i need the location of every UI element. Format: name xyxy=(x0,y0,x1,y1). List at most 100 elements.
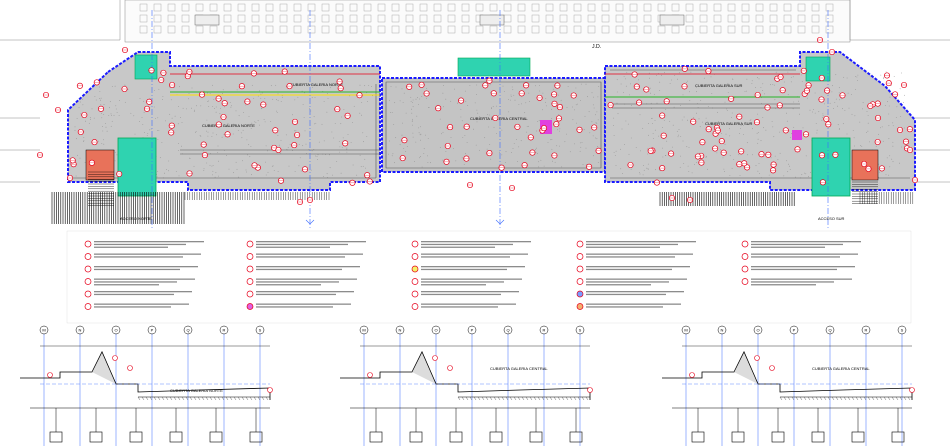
callout-marker xyxy=(490,90,497,97)
section-beam-hatch xyxy=(859,396,863,401)
facade-window xyxy=(741,3,750,12)
callout-marker xyxy=(705,126,712,133)
roof-speckle xyxy=(887,101,888,103)
roof-speckle xyxy=(598,86,600,87)
roof-speckle xyxy=(227,123,229,124)
roof-speckle xyxy=(250,128,252,130)
roof-speckle xyxy=(179,86,180,88)
roof-speckle xyxy=(740,125,742,126)
roof-speckle xyxy=(271,165,273,167)
legend-text-line xyxy=(751,256,840,258)
callout-marker xyxy=(463,123,470,130)
roof-speckle xyxy=(285,134,287,136)
callout-marker xyxy=(627,161,634,169)
facade-window xyxy=(293,25,302,34)
roof-speckle xyxy=(178,106,179,107)
roof-speckle xyxy=(109,101,111,103)
facade-window xyxy=(783,14,792,23)
roof-speckle xyxy=(191,87,193,89)
roof-speckle xyxy=(561,104,563,105)
roof-speckle xyxy=(327,98,329,99)
roof-speckle xyxy=(75,175,77,177)
roof-speckle xyxy=(412,99,414,101)
roof-speckle xyxy=(681,119,683,121)
facade-window xyxy=(279,14,288,23)
roof-speckle xyxy=(648,168,649,170)
callout-marker xyxy=(342,140,349,147)
facade-window xyxy=(601,3,610,12)
facade-window xyxy=(461,14,470,23)
callout-marker xyxy=(291,118,299,125)
roof-speckle xyxy=(647,148,648,150)
roof-speckle xyxy=(630,83,631,85)
roof-speckle xyxy=(752,154,753,156)
facade-window xyxy=(349,3,358,12)
roof-speckle xyxy=(249,156,251,158)
facade-window xyxy=(377,3,386,12)
roof-speckle xyxy=(418,132,420,134)
duct-unit xyxy=(659,14,685,26)
roof-speckle xyxy=(567,86,569,87)
callout-marker xyxy=(551,100,558,107)
legend-marker xyxy=(84,303,92,310)
section-footing xyxy=(851,431,865,443)
roof-speckle xyxy=(423,148,425,150)
roof-speckle xyxy=(511,86,513,88)
callout-marker xyxy=(776,102,783,109)
callout-marker xyxy=(349,179,356,186)
facade-window xyxy=(503,3,512,12)
section-beam-hatch xyxy=(553,396,557,401)
roof-speckle xyxy=(620,148,621,150)
roof-speckle xyxy=(593,155,594,157)
roof-speckle xyxy=(888,105,890,107)
roof-speckle xyxy=(103,104,105,106)
roof-speckle xyxy=(157,139,159,140)
legend-text-line xyxy=(751,268,837,271)
section-callout xyxy=(909,387,915,393)
roof-speckle xyxy=(576,122,577,124)
section-callout xyxy=(432,355,438,361)
roof-speckle xyxy=(705,156,707,158)
roof-speckle xyxy=(102,126,103,127)
roof-speckle xyxy=(665,155,666,157)
callout-marker xyxy=(818,74,825,82)
roof-speckle xyxy=(462,127,464,129)
legend-text-line xyxy=(421,253,528,255)
roof-speckle xyxy=(332,174,333,176)
roof-speckle xyxy=(629,94,630,96)
callout-marker xyxy=(337,85,344,92)
roof-speckle xyxy=(445,151,447,153)
roof-speckle xyxy=(203,170,205,172)
callout-marker xyxy=(54,106,62,114)
legend-marker xyxy=(576,253,584,260)
legend-row xyxy=(576,303,681,310)
roof-speckle xyxy=(164,172,166,174)
legend-row xyxy=(246,265,360,273)
section-beam-hatch xyxy=(811,396,815,401)
legend-text-line xyxy=(94,291,192,293)
roof-speckle xyxy=(503,91,505,92)
facade-window xyxy=(727,14,736,23)
roof-speckle xyxy=(763,127,764,129)
legend-row xyxy=(84,290,192,298)
roof-speckle xyxy=(476,94,477,95)
roof-speckle xyxy=(317,154,319,156)
roof-speckle xyxy=(157,117,159,119)
roof-speckle xyxy=(439,118,441,120)
facade-window xyxy=(321,25,330,34)
roof-speckle xyxy=(417,97,418,99)
roof-speckle xyxy=(219,113,221,115)
facade-window xyxy=(279,3,288,12)
roof-speckle xyxy=(545,105,547,107)
roof-speckle xyxy=(889,166,891,168)
roof-speckle xyxy=(217,152,219,153)
facade-window xyxy=(139,14,148,23)
legend-text-line xyxy=(421,243,513,246)
callout-marker xyxy=(443,158,450,165)
roof-speckle xyxy=(170,99,172,101)
duct-unit xyxy=(479,14,505,26)
roof-speckle xyxy=(540,159,542,161)
roof-speckle xyxy=(545,98,547,99)
roof-speckle xyxy=(218,160,219,162)
roof-speckle xyxy=(750,119,752,121)
